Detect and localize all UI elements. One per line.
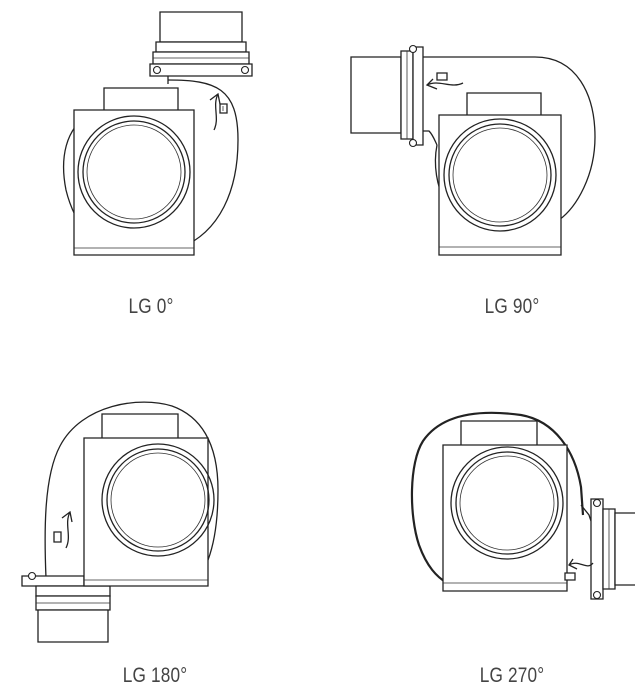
rotation-arrow (54, 512, 72, 548)
fan-drawing-lg90 (345, 35, 605, 265)
rotation-arrow (565, 559, 593, 580)
fan-drawing-lg0 (60, 10, 260, 260)
scroll-housing (45, 402, 218, 578)
motor-body (74, 88, 194, 255)
outlet-duct (351, 46, 423, 147)
outlet-duct (591, 499, 635, 599)
motor-body (84, 414, 214, 586)
outlet-duct (22, 573, 110, 643)
scroll-housing (412, 413, 591, 583)
motor-body (443, 421, 567, 591)
fan-drawing-lg180 (22, 380, 232, 650)
motor-body (439, 93, 561, 255)
orientation-label-lg90: LG 90° (484, 295, 540, 318)
orientation-label-lg270: LG 270° (479, 664, 545, 687)
fan-drawing-lg270 (405, 405, 635, 615)
orientation-label-lg0: LG 0° (128, 295, 174, 318)
rotation-arrow (210, 94, 227, 130)
orientation-label-lg180: LG 180° (122, 664, 188, 687)
outlet-duct (150, 12, 252, 84)
rotation-arrow (427, 73, 463, 89)
